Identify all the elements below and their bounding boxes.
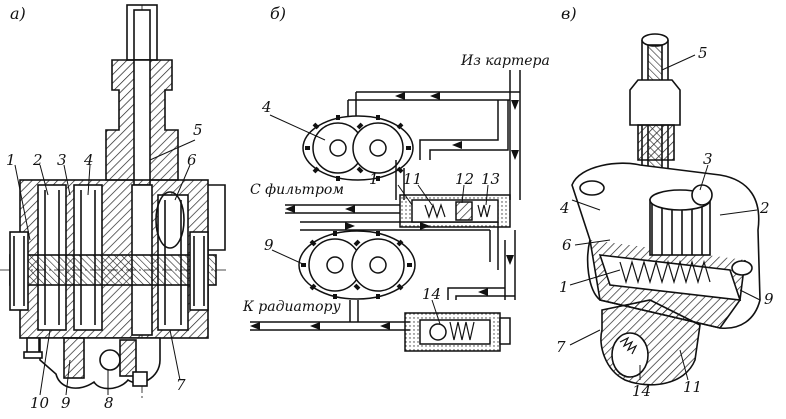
label-to-filter: С фильтром	[250, 182, 344, 198]
label-a-3: 3	[57, 151, 67, 169]
panel-a-letter: а)	[10, 4, 26, 23]
label-c-4: 4	[560, 199, 570, 217]
flow-arrows	[250, 92, 519, 330]
label-a-8: 8	[104, 394, 114, 412]
label-b-4: 4	[262, 98, 272, 116]
schematic-view-b	[250, 70, 521, 352]
label-b-9: 9	[264, 236, 274, 254]
cutaway-view-c	[569, 33, 761, 386]
label-c-14: 14	[632, 382, 652, 400]
label-a-10: 10	[30, 394, 50, 412]
label-a-6: 6	[187, 151, 197, 169]
label-c-5: 5	[698, 44, 708, 62]
label-a-5: 5	[193, 121, 203, 139]
label-a-9: 9	[61, 394, 71, 412]
upper-valve	[399, 194, 511, 228]
label-b-1: 1	[369, 170, 379, 188]
label-c-2: 2	[760, 199, 770, 217]
label-b-14: 14	[422, 285, 442, 303]
label-c-11: 11	[683, 378, 703, 396]
label-a-1: 1	[6, 151, 16, 169]
label-a-2: 2	[33, 151, 43, 169]
panel-c-letter: в)	[561, 4, 577, 23]
label-a-7: 7	[176, 376, 186, 394]
cutaway-gear	[649, 184, 713, 256]
label-to-radiator: К радиатору	[243, 299, 341, 315]
label-c-3: 3	[703, 150, 713, 168]
label-from-crankcase: Из картера	[461, 53, 550, 69]
label-c-6: 6	[562, 236, 572, 254]
label-c-9: 9	[764, 290, 774, 308]
upper-gear-left	[305, 115, 371, 181]
label-b-12: 12	[455, 170, 475, 188]
label-a-4: 4	[84, 151, 94, 169]
label-c-1: 1	[559, 278, 569, 296]
label-b-11: 11	[403, 170, 423, 188]
panel-b-letter: б)	[270, 4, 287, 23]
section-view-a	[0, 4, 226, 400]
label-b-13: 13	[481, 170, 501, 188]
lower-gear-left	[301, 231, 362, 299]
lower-valve	[404, 312, 511, 352]
lower-gear-right	[351, 231, 412, 299]
label-c-7: 7	[556, 338, 566, 356]
upper-gear-right	[352, 115, 411, 181]
